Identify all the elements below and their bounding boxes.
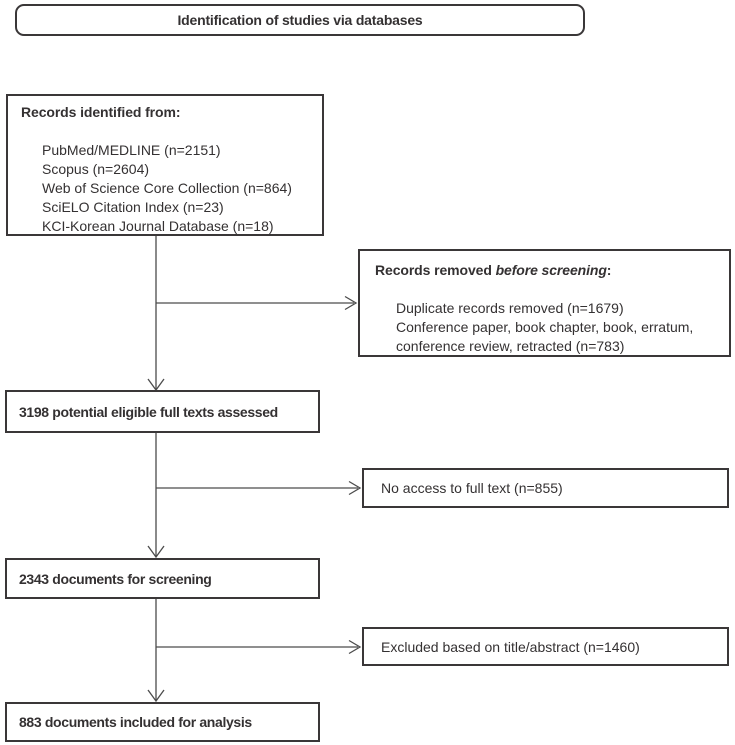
documents-screening-label: 2343 documents for screening xyxy=(19,570,212,587)
arrow-down-icon xyxy=(147,689,165,703)
full-texts-assessed-label: 3198 potential eligible full texts asses… xyxy=(19,403,278,420)
arrow-right-icon xyxy=(348,480,362,496)
diagram-title-box: Identification of studies via databases xyxy=(15,4,585,36)
records-removed-box: Records removed before screening: Duplic… xyxy=(358,249,731,357)
records-identified-box: Records identified from: PubMed/MEDLINE … xyxy=(6,94,324,236)
records-removed-heading-prefix: Records removed xyxy=(375,262,496,278)
database-list-item: KCI-Korean Journal Database (n=18) xyxy=(42,218,274,234)
arrow-right-icon xyxy=(348,639,362,655)
database-list-item: Scopus (n=2604) xyxy=(42,161,150,177)
arrow-right-icon xyxy=(344,295,358,311)
records-removed-heading-emphasis: before screening xyxy=(495,262,607,278)
database-list-item: PubMed/MEDLINE (n=2151) xyxy=(42,142,221,158)
records-removed-heading-suffix: : xyxy=(606,262,612,278)
excluded-box: Excluded based on title/abstract (n=1460… xyxy=(362,627,729,666)
records-removed-heading: Records removed before screening: xyxy=(375,261,721,280)
database-list: PubMed/MEDLINE (n=2151) Scopus (n=2604) … xyxy=(21,141,316,236)
removal-reason-item: Duplicate records removed (n=1679) xyxy=(396,300,624,316)
no-access-label: No access to full text (n=855) xyxy=(381,480,563,496)
documents-included-label: 883 documents included for analysis xyxy=(19,714,252,730)
diagram-title: Identification of studies via databases xyxy=(177,12,423,28)
arrow-down-icon xyxy=(147,545,165,559)
removal-reason-list: Duplicate records removed (n=1679) Confe… xyxy=(375,299,721,356)
excluded-label: Excluded based on title/abstract (n=1460… xyxy=(381,638,640,655)
documents-included-box: 883 documents included for analysis xyxy=(5,702,320,742)
documents-screening-box: 2343 documents for screening xyxy=(5,558,320,599)
database-list-item: Web of Science Core Collection (n=864) xyxy=(42,180,292,196)
removal-reason-item: Conference paper, book chapter, book, er… xyxy=(396,319,694,354)
records-identified-heading: Records identified from: xyxy=(21,104,181,120)
database-list-item: SciELO Citation Index (n=23) xyxy=(42,199,224,215)
no-access-box: No access to full text (n=855) xyxy=(362,468,729,508)
full-texts-assessed-box: 3198 potential eligible full texts asses… xyxy=(5,390,320,433)
